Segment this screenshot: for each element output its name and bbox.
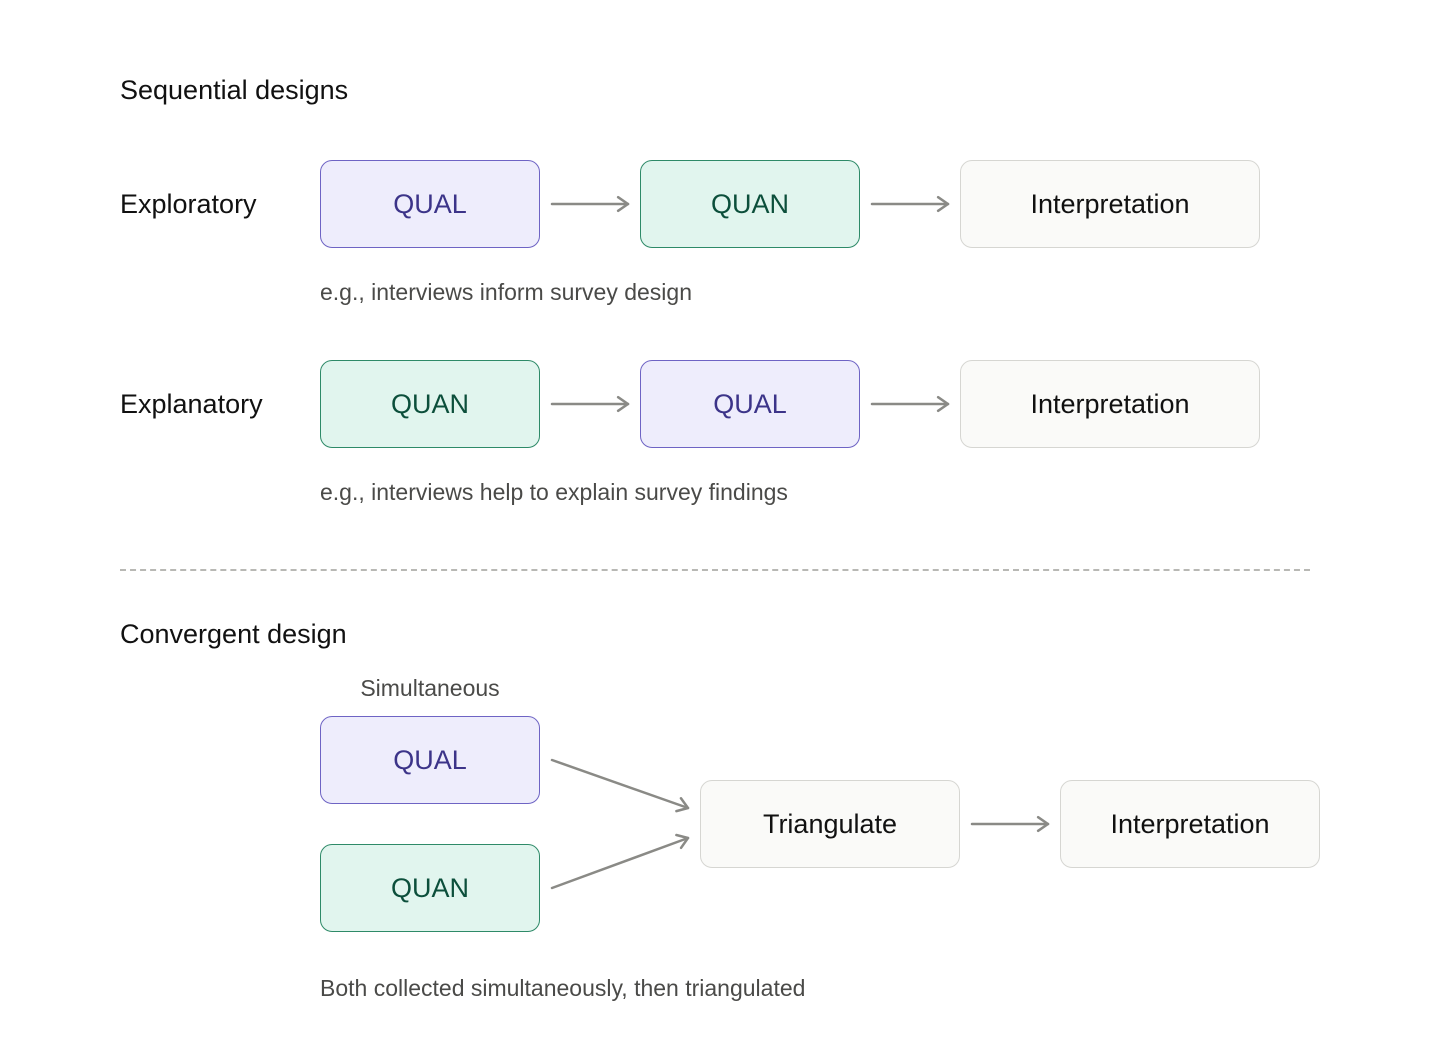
convergent-quan-box: QUAN — [320, 844, 540, 932]
section-divider — [120, 569, 1310, 571]
convergent-input-2-label: QUAN — [390, 872, 469, 903]
arrow-triangulate-to-interpretation — [970, 815, 1050, 833]
arrow-explanatory-1 — [550, 395, 630, 413]
arrow-explanatory-2 — [870, 395, 950, 413]
sequential-heading: Sequential designs — [120, 75, 349, 105]
explanatory-step-2-label: QUAL — [713, 388, 787, 419]
explanatory-step-1-label: QUAN — [390, 388, 469, 419]
exploratory-quan-box: QUAN — [640, 160, 860, 248]
explanatory-step-3-label: Interpretation — [1030, 388, 1190, 419]
exploratory-example: e.g., interviews inform survey design — [320, 279, 692, 305]
exploratory-step-3-label: Interpretation — [1030, 188, 1190, 219]
arrow-quan-to-triangulate — [550, 833, 690, 890]
arrow-exploratory-2 — [870, 195, 950, 213]
convergent-qual-box: QUAL — [320, 716, 540, 804]
explanatory-example: e.g., interviews help to explain survey … — [320, 479, 788, 505]
convergent-interpretation-label: Interpretation — [1110, 808, 1270, 839]
arrow-exploratory-1 — [550, 195, 630, 213]
exploratory-step-2-label: QUAN — [710, 188, 789, 219]
exploratory-qual-box: QUAL — [320, 160, 540, 248]
exploratory-interpretation-box: Interpretation — [960, 160, 1260, 248]
explanatory-qual-box: QUAL — [640, 360, 860, 448]
convergent-note: Both collected simultaneously, then tria… — [320, 975, 806, 1001]
exploratory-label: Exploratory — [120, 189, 257, 219]
triangulate-box: Triangulate — [700, 780, 960, 868]
explanatory-interpretation-box: Interpretation — [960, 360, 1260, 448]
explanatory-label: Explanatory — [120, 389, 263, 419]
triangulate-label: Triangulate — [762, 808, 898, 839]
exploratory-step-1-label: QUAL — [393, 188, 467, 219]
arrow-qual-to-triangulate — [550, 758, 690, 813]
explanatory-quan-box: QUAN — [320, 360, 540, 448]
convergent-heading: Convergent design — [120, 619, 347, 649]
simultaneous-label: Simultaneous — [360, 675, 500, 701]
convergent-input-1-label: QUAL — [393, 744, 467, 775]
convergent-interpretation-box: Interpretation — [1060, 780, 1320, 868]
